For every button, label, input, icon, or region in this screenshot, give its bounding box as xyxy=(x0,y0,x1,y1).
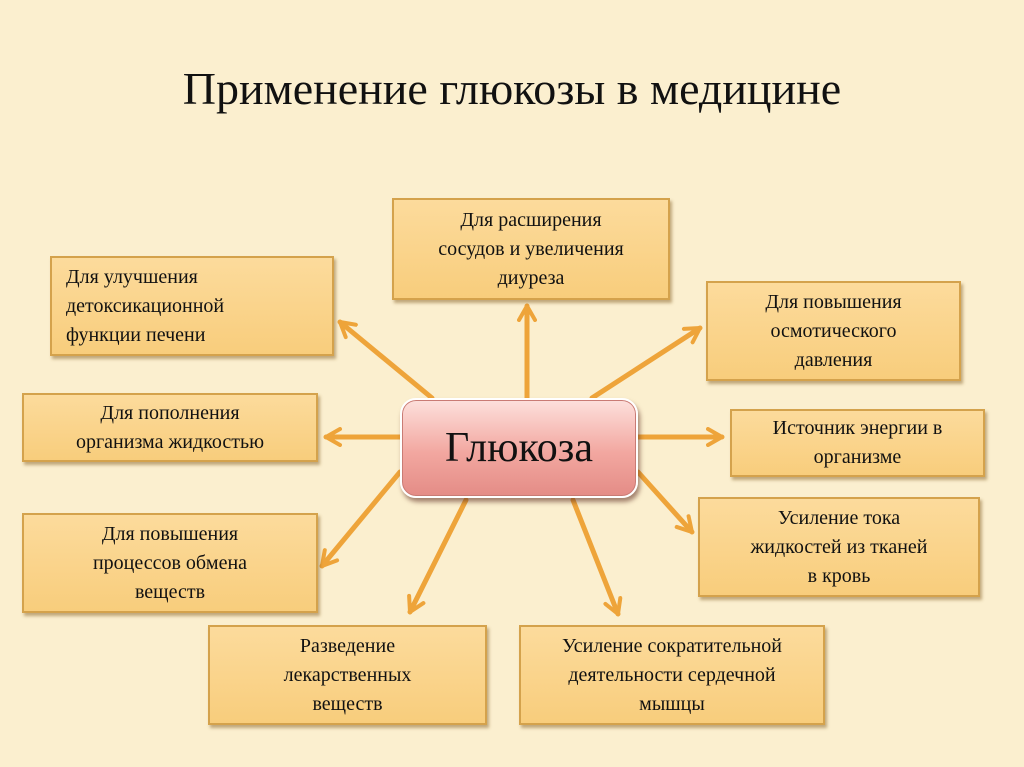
arrow-up-right xyxy=(589,325,703,401)
box-vasodilation: Для расширения сосудов и увеличения диур… xyxy=(392,198,670,300)
box-drug-dilution: Разведение лекарственных веществ xyxy=(208,625,487,725)
box-fluid-replenish: Для пополнения организма жидкостью xyxy=(22,393,318,462)
arrow-down-right-2 xyxy=(570,497,623,617)
slide-title: Применение глюкозы в медицине xyxy=(182,63,842,114)
arrow-up-left xyxy=(337,319,435,401)
box-fluid-flow: Усиление тока жидкостей из тканей в кров… xyxy=(698,497,980,597)
center-node-glucose: Глюкоза xyxy=(400,398,638,498)
box-osmotic-pressure: Для повышения осмотического давления xyxy=(706,281,961,381)
arrow-down-right xyxy=(635,469,695,535)
box-metabolism: Для повышения процессов обмена веществ xyxy=(22,513,318,613)
box-heart-contraction: Усиление сократительной деятельности сер… xyxy=(519,625,825,725)
box-liver-detox: Для улучшения детоксикационной функции п… xyxy=(50,256,334,356)
arrow-down-left-2 xyxy=(407,497,469,615)
arrow-down-left xyxy=(319,469,403,569)
box-energy-source: Источник энергии в организме xyxy=(730,409,985,477)
